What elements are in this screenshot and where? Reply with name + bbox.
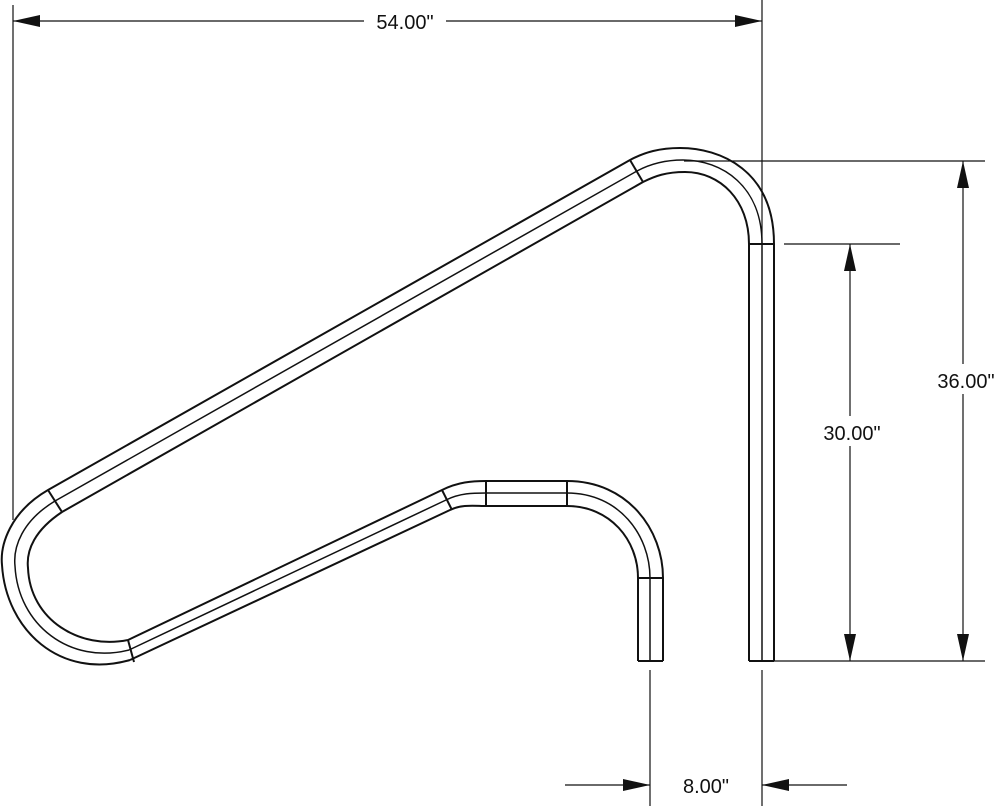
arrowhead-bottom — [844, 634, 856, 661]
arrowhead-left — [13, 15, 40, 27]
dimension-label-36: 36.00" — [937, 371, 994, 393]
dimension-label-30: 30.00" — [823, 423, 880, 445]
arrowhead-right — [735, 15, 762, 27]
dimension-label-54: 54.00" — [376, 12, 433, 34]
dimension-overall-width: 54.00" — [12, 0, 763, 520]
dimension-leg-spacing: 8.00" — [565, 670, 847, 806]
arrowhead-left — [623, 779, 650, 791]
handrail-lower-tube — [127, 480, 664, 663]
arrowhead-top — [844, 244, 856, 271]
arrowhead-bottom — [957, 634, 969, 661]
dimension-overall-height: 36.00" — [684, 160, 1000, 662]
arrowhead-top — [957, 161, 969, 188]
arrowhead-right — [762, 779, 789, 791]
handrail-main-tube — [0, 147, 775, 666]
dimension-leg-height: 30.00" — [784, 243, 900, 661]
dimension-label-8: 8.00" — [683, 776, 729, 798]
